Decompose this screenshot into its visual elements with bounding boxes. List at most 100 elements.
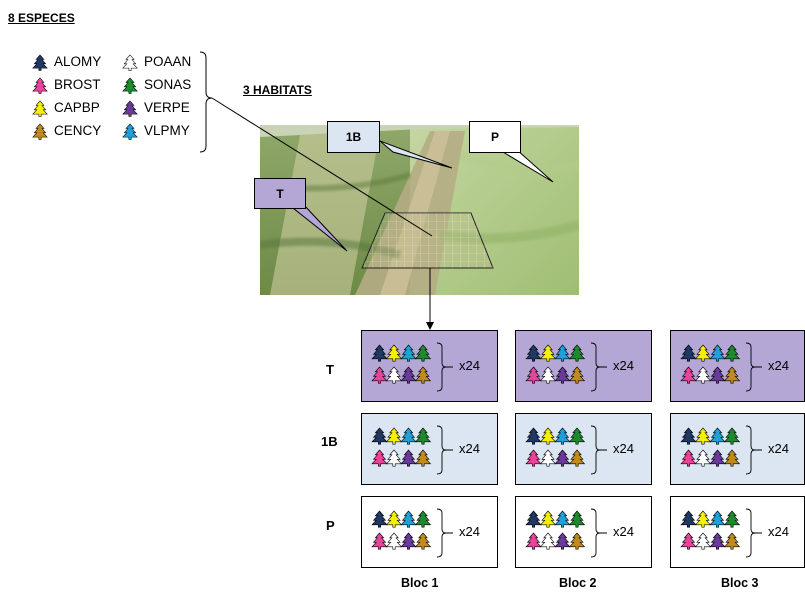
tree-icon-verpe: [400, 366, 417, 384]
tree-icon-alomy: [371, 344, 388, 362]
tree-icon-alomy: [32, 54, 48, 71]
tree-icon-poaan: [694, 366, 712, 384]
tree-icon-verpe: [709, 532, 726, 550]
cell-1b-bloc3: x24: [670, 413, 805, 485]
tree-icon-cency: [568, 532, 586, 550]
tree-icon-alomy: [680, 427, 697, 445]
callout-t: T: [254, 178, 306, 209]
replicates-label: x24: [613, 524, 634, 539]
tree-icon-brost: [371, 366, 388, 384]
legend-label: CENCY: [54, 123, 102, 138]
tree-icon: [32, 54, 48, 71]
tree-icon-cency: [568, 366, 586, 384]
tree-icon-brost: [680, 366, 697, 384]
tree-icon-poaan: [694, 449, 712, 467]
tree-icon: [122, 100, 138, 117]
tree-icon-brost: [525, 532, 542, 550]
tree-icon-sonas: [414, 510, 432, 528]
tree-icon: [32, 77, 48, 94]
tree-icon-brost: [371, 532, 388, 550]
replicates-bracket: [590, 425, 607, 475]
habitats-title: 3 HABITATS: [243, 83, 312, 97]
replicates-bracket: [745, 508, 762, 558]
tree-icon-poaan: [385, 532, 403, 550]
tree-icon-poaan: [539, 366, 557, 384]
tree-icon-capbp: [694, 427, 712, 445]
replicates-bracket: [745, 425, 762, 475]
replicates-label: x24: [459, 441, 480, 456]
legend-label: VERPE: [144, 100, 190, 115]
tree-icon-sonas: [568, 510, 586, 528]
tree-icon-alomy: [525, 510, 542, 528]
tree-icon-alomy: [680, 510, 697, 528]
tree-icon-cency: [568, 449, 586, 467]
tree-icon-vlpmy: [554, 427, 571, 445]
row-label-t: T: [326, 362, 334, 377]
tree-icon: [122, 123, 138, 140]
replicates-label: x24: [768, 441, 789, 456]
callout-1b: 1B: [327, 121, 380, 153]
replicates-label: x24: [459, 524, 480, 539]
tree-icon-alomy: [525, 344, 542, 362]
legend-label: VLPMY: [144, 123, 190, 138]
tree-icon: [32, 100, 48, 117]
replicates-label: x24: [613, 441, 634, 456]
tree-icon-alomy: [371, 510, 388, 528]
tree-icon-brost: [525, 449, 542, 467]
replicates-bracket: [436, 508, 453, 558]
legend-label: CAPBP: [54, 100, 100, 115]
species-legend: ALOMY BROST CAPBP CENCY POAAN SONAS VERP…: [0, 0, 240, 160]
cell-t-bloc3: x24: [670, 330, 805, 402]
tree-icon-poaan: [694, 532, 712, 550]
tree-icon-poaan: [385, 366, 403, 384]
tree-icon-alomy: [680, 344, 697, 362]
tree-icon-alomy: [371, 427, 388, 445]
tree-icon: [32, 123, 48, 140]
replicates-label: x24: [459, 358, 480, 373]
tree-icon-vlpmy: [400, 427, 417, 445]
tree-icon-brost: [680, 532, 697, 550]
replicates-bracket: [590, 508, 607, 558]
tree-icon-capbp: [539, 510, 557, 528]
tree-icon-capbp: [385, 427, 403, 445]
tree-icon: [122, 54, 138, 71]
cell-1b-bloc1: x24: [361, 413, 498, 485]
tree-icon-vlpmy: [709, 344, 726, 362]
row-label-1b: 1B: [321, 434, 338, 449]
tree-icon-cency: [723, 532, 741, 550]
tree-icon-verpe: [709, 449, 726, 467]
replicates-label: x24: [768, 524, 789, 539]
tree-icon-vlpmy: [400, 510, 417, 528]
replicates-label: x24: [613, 358, 634, 373]
tree-icon-cency: [414, 532, 432, 550]
tree-icon-vlpmy: [400, 344, 417, 362]
tree-icon-poaan: [385, 449, 403, 467]
replicates-bracket: [590, 342, 607, 392]
legend-label: BROST: [54, 77, 101, 92]
tree-icon-vlpmy: [709, 427, 726, 445]
tree-icon-vlpmy: [554, 510, 571, 528]
tree-icon-brost: [371, 449, 388, 467]
tree-icon: [122, 77, 138, 94]
tree-icon-capbp: [385, 510, 403, 528]
tree-icon-capbp: [539, 344, 557, 362]
species-title: 8 ESPECES: [8, 11, 75, 25]
cell-1b-bloc2: x24: [515, 413, 652, 485]
tree-icon-capbp: [385, 344, 403, 362]
tree-icon-verpe: [554, 366, 571, 384]
tree-icon-sonas: [723, 344, 741, 362]
cell-t-bloc1: x24: [361, 330, 498, 402]
tree-icon-vlpmy: [709, 510, 726, 528]
tree-icon-vlpmy: [554, 344, 571, 362]
cell-p-bloc3: x24: [670, 496, 805, 568]
tree-icon-sonas: [568, 427, 586, 445]
tree-icon-brost: [32, 77, 48, 94]
tree-icon-sonas: [414, 344, 432, 362]
replicates-bracket: [436, 342, 453, 392]
tree-icon-poaan: [539, 532, 557, 550]
replicates-bracket: [745, 342, 762, 392]
row-label-p: P: [326, 518, 335, 533]
tree-icon-verpe: [554, 532, 571, 550]
legend-label: SONAS: [144, 77, 192, 92]
tree-icon-cency: [723, 366, 741, 384]
